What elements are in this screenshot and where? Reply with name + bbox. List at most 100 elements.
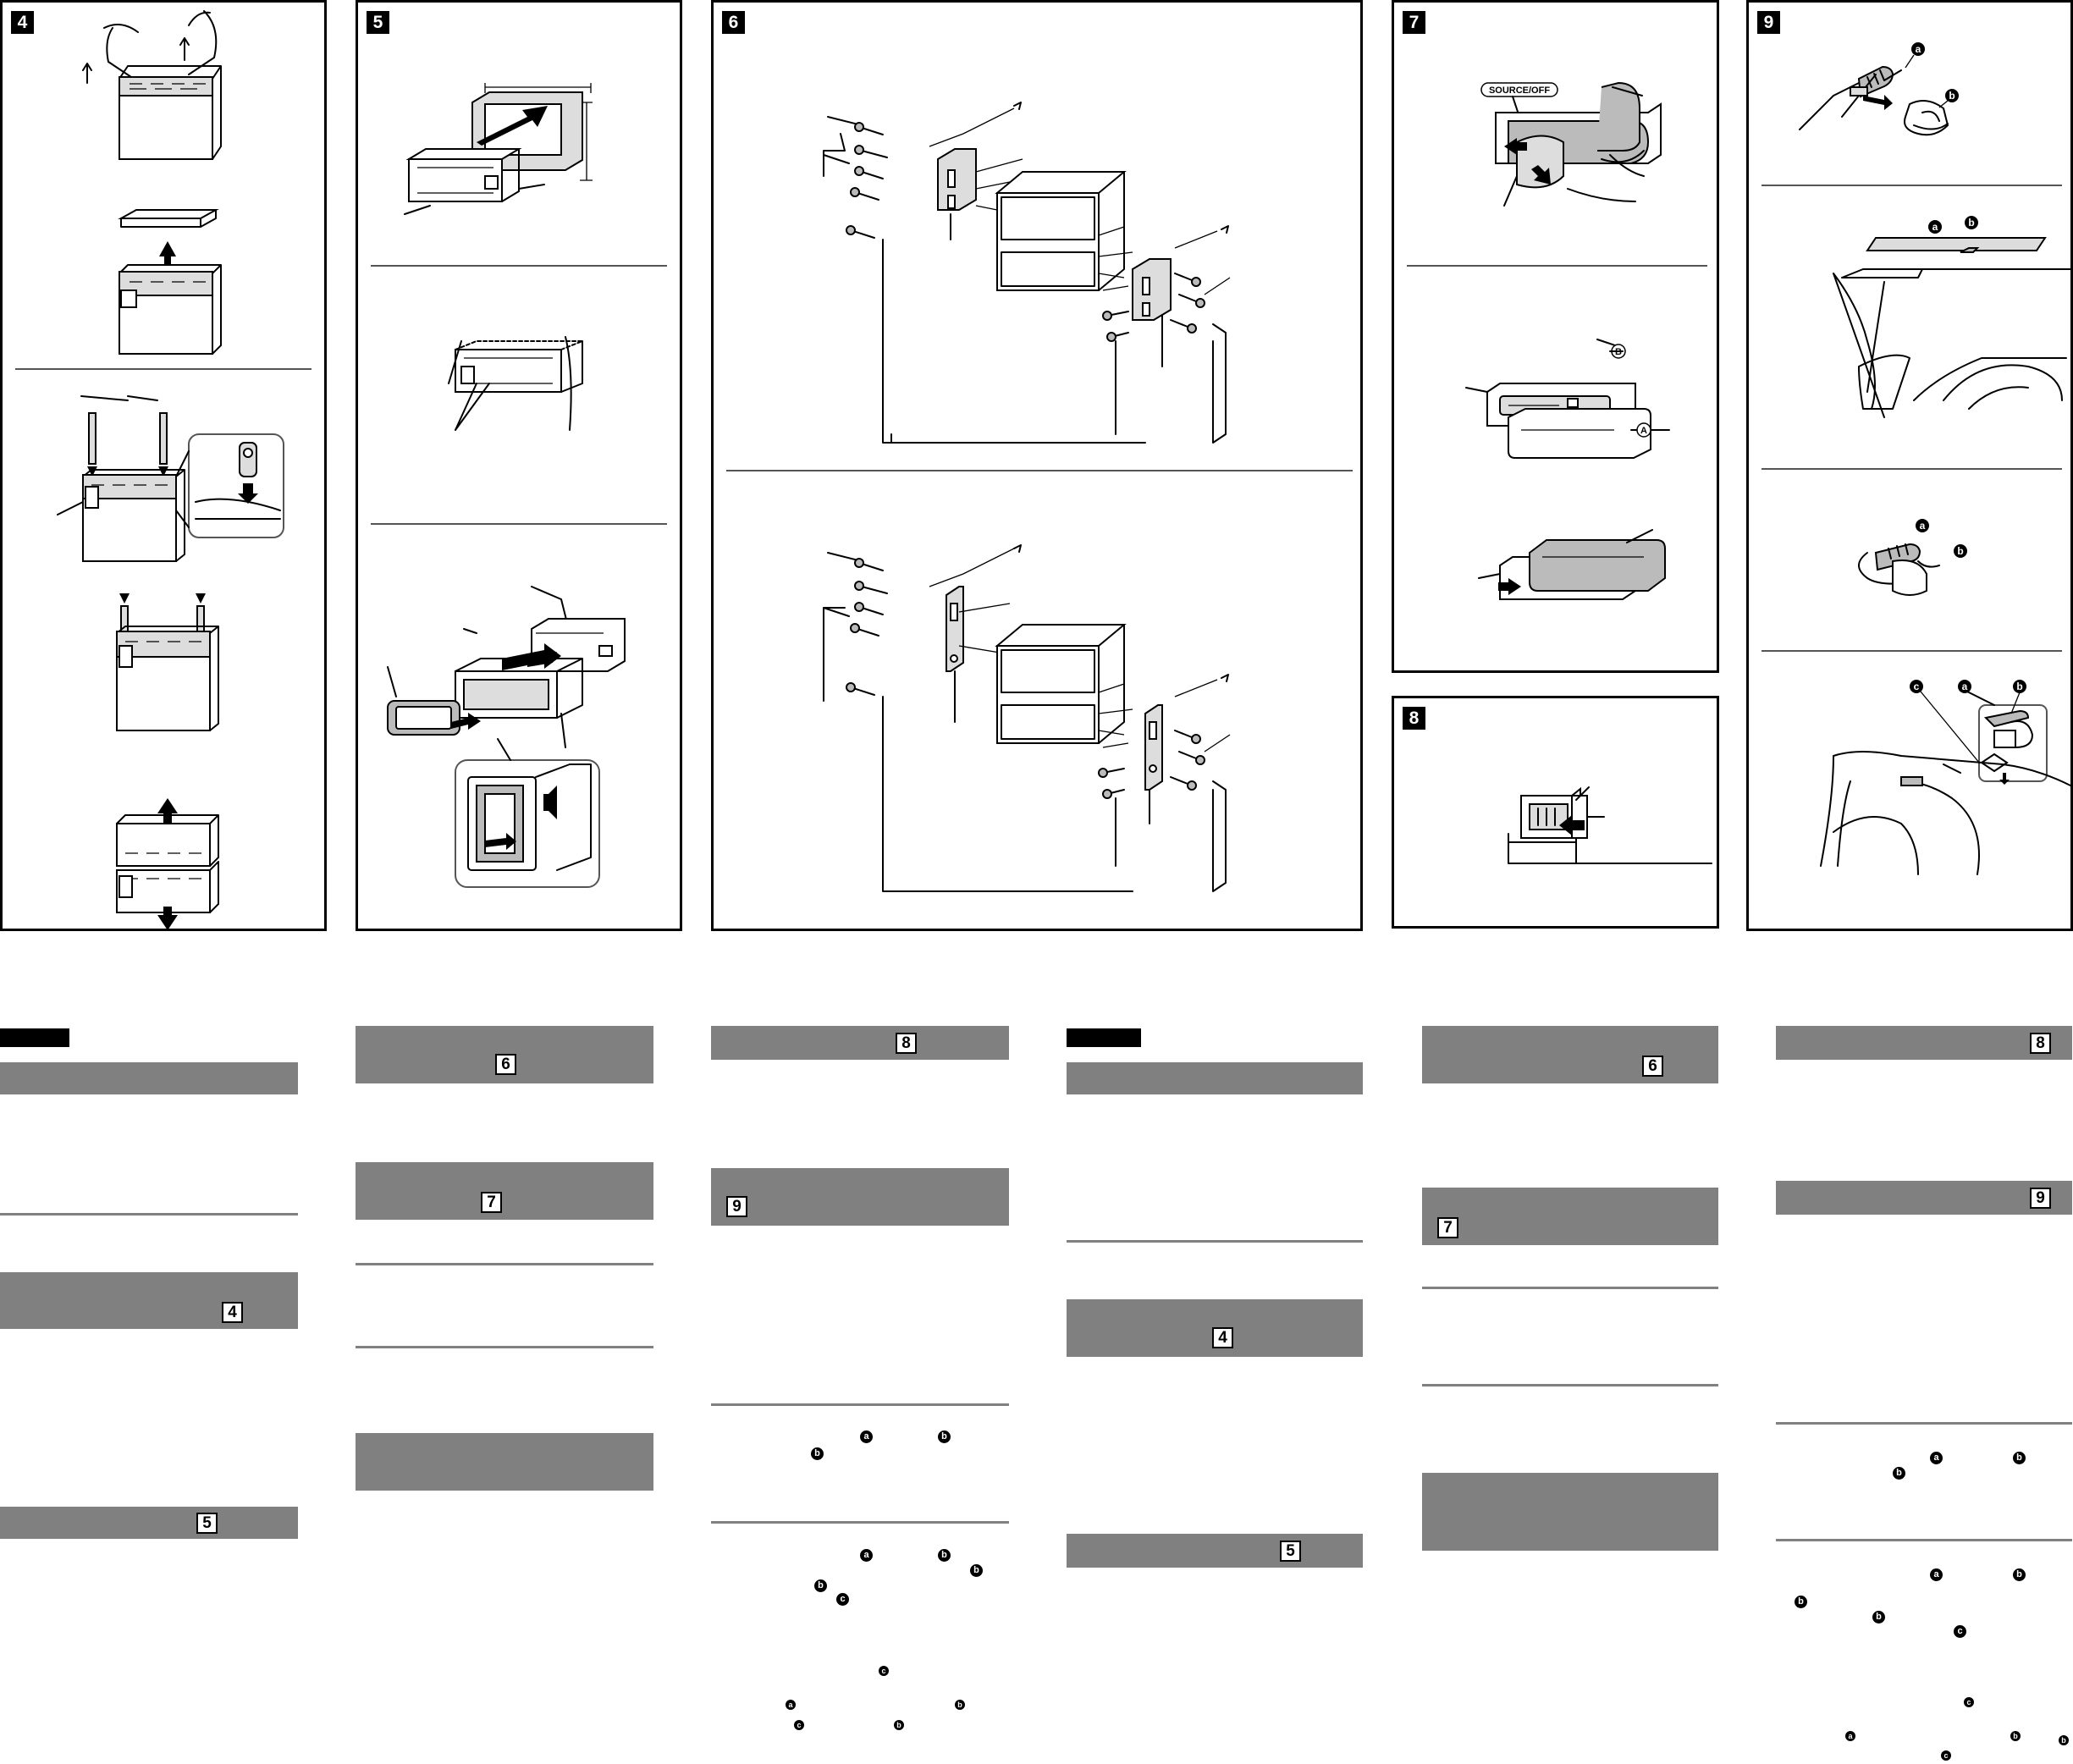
mic-marker-c: c [1914,681,1920,692]
marker-c: c [1941,1750,1951,1761]
divider [1776,1422,2072,1425]
release-key-illustration [57,395,284,930]
marker-c: c [879,1666,889,1676]
marker-c: c [794,1720,804,1730]
section-heading-bar [1067,1062,1363,1094]
section-heading-bar [0,1062,298,1094]
divider [356,1346,653,1348]
divider [356,1263,653,1265]
divider [1422,1384,1718,1386]
step-ref-box: 4 [1212,1327,1233,1348]
panel-number: 7 [1403,11,1425,34]
section-heading-bar [1067,1534,1363,1568]
divider [1422,1287,1718,1289]
mic-marker-a: a [1932,221,1938,233]
section-heading-bar [1422,1473,1718,1551]
section-heading-bar [356,1162,653,1220]
microphone-installation-illustration: a b [1799,42,1959,136]
step-ref-box: 8 [2030,1033,2051,1054]
step-ref-box: 6 [495,1054,516,1075]
panel-number: 9 [1757,11,1780,34]
marker-b: b [894,1720,904,1730]
panel-4-separator [15,368,312,370]
marker-b: b [955,1700,965,1710]
panel-8: 8 [1392,696,1719,929]
marker-c: c [1954,1625,1966,1638]
marker-c: c [1964,1697,1974,1707]
panel-number: 4 [11,11,34,34]
bracket-mounting-illustration-top [823,102,1231,444]
marker-b: b [938,1430,951,1443]
section-heading-bar [1422,1026,1718,1083]
section-heading-bar [711,1026,1009,1060]
mic-marker-b: b [1957,545,1963,557]
fuse-replacement-illustration [1508,786,1712,864]
dashboard-mount-illustration: c a b [1820,680,2071,875]
panel-5: 5 [356,0,682,931]
section-heading-bar [1776,1181,2072,1215]
panel-6-separator [726,470,1353,471]
mic-marker-a: a [1920,520,1926,532]
marker-a: a [1930,1452,1943,1464]
sleeve-and-ring-illustration [404,83,593,215]
marker-b: b [1872,1611,1885,1623]
panel-7: 7 SOURCE/OFF B A [1392,0,1719,673]
label-a: A [1640,426,1647,436]
panel-9-separator-2 [1761,468,2062,470]
mic-marker-b: b [1968,217,1974,229]
mic-marker-a: a [1962,681,1968,692]
section-heading-bar [0,1507,298,1539]
marker-a: a [1930,1568,1943,1581]
divider [0,1213,298,1216]
step-ref-box: 7 [481,1192,502,1213]
panel-number: 8 [1403,707,1425,730]
panel-number: 6 [722,11,745,34]
step-ref-box: 9 [726,1196,747,1217]
section-heading-bar [356,1433,653,1491]
marker-b: b [2059,1735,2069,1745]
bracket-mounting-illustration-bottom [823,544,1231,892]
source-off-button-label: SOURCE/OFF [1489,85,1550,96]
panel-7-separator [1407,265,1707,267]
step-ref-box: 5 [1280,1541,1301,1562]
section-heading-bar [1422,1188,1718,1245]
marker-a: a [786,1700,796,1710]
mic-marker-b: b [2016,681,2022,692]
language-tab [1067,1028,1141,1047]
marker-b: b [970,1564,983,1577]
divider [1067,1240,1363,1243]
divider [711,1403,1009,1406]
section-heading-bar [711,1168,1009,1226]
frame-release-illustration [82,10,222,355]
step-ref-box: 8 [896,1033,917,1054]
step-ref-box: 6 [1642,1056,1663,1077]
panel-4: 4 [0,0,327,931]
marker-b: b [1893,1467,1905,1480]
sleeve-claws-illustration [448,336,583,431]
unit-insertion-illustration [387,586,626,888]
mic-marker-a: a [1916,43,1921,55]
marker-c: c [836,1593,849,1606]
divider [1776,1539,2072,1541]
marker-b: b [814,1579,827,1592]
marker-b: b [1795,1596,1807,1608]
marker-a: a [860,1430,873,1443]
panel-6: 6 [711,0,1363,931]
mic-clip-illustration: a b [1858,519,1967,596]
marker-b: b [2013,1568,2026,1581]
step-ref-box: 7 [1437,1217,1458,1238]
mic-marker-b: b [1949,90,1954,102]
divider [711,1521,1009,1524]
step-ref-box: 4 [222,1302,243,1323]
language-tab [0,1028,69,1047]
panel-9-separator-1 [1761,185,2062,186]
marker-b: b [2013,1452,2026,1464]
panel-9: 9 a b a b a b [1746,0,2073,931]
sunvisor-mount-illustration: a b [1833,216,2071,418]
front-panel-detach-illustration: SOURCE/OFF [1480,81,1662,207]
step-ref-box: 9 [2030,1188,2051,1209]
marker-a: a [1845,1731,1855,1741]
front-panel-case-illustration: B A [1465,339,1670,600]
marker-b: b [2010,1731,2021,1741]
section-heading-bar [0,1272,298,1329]
